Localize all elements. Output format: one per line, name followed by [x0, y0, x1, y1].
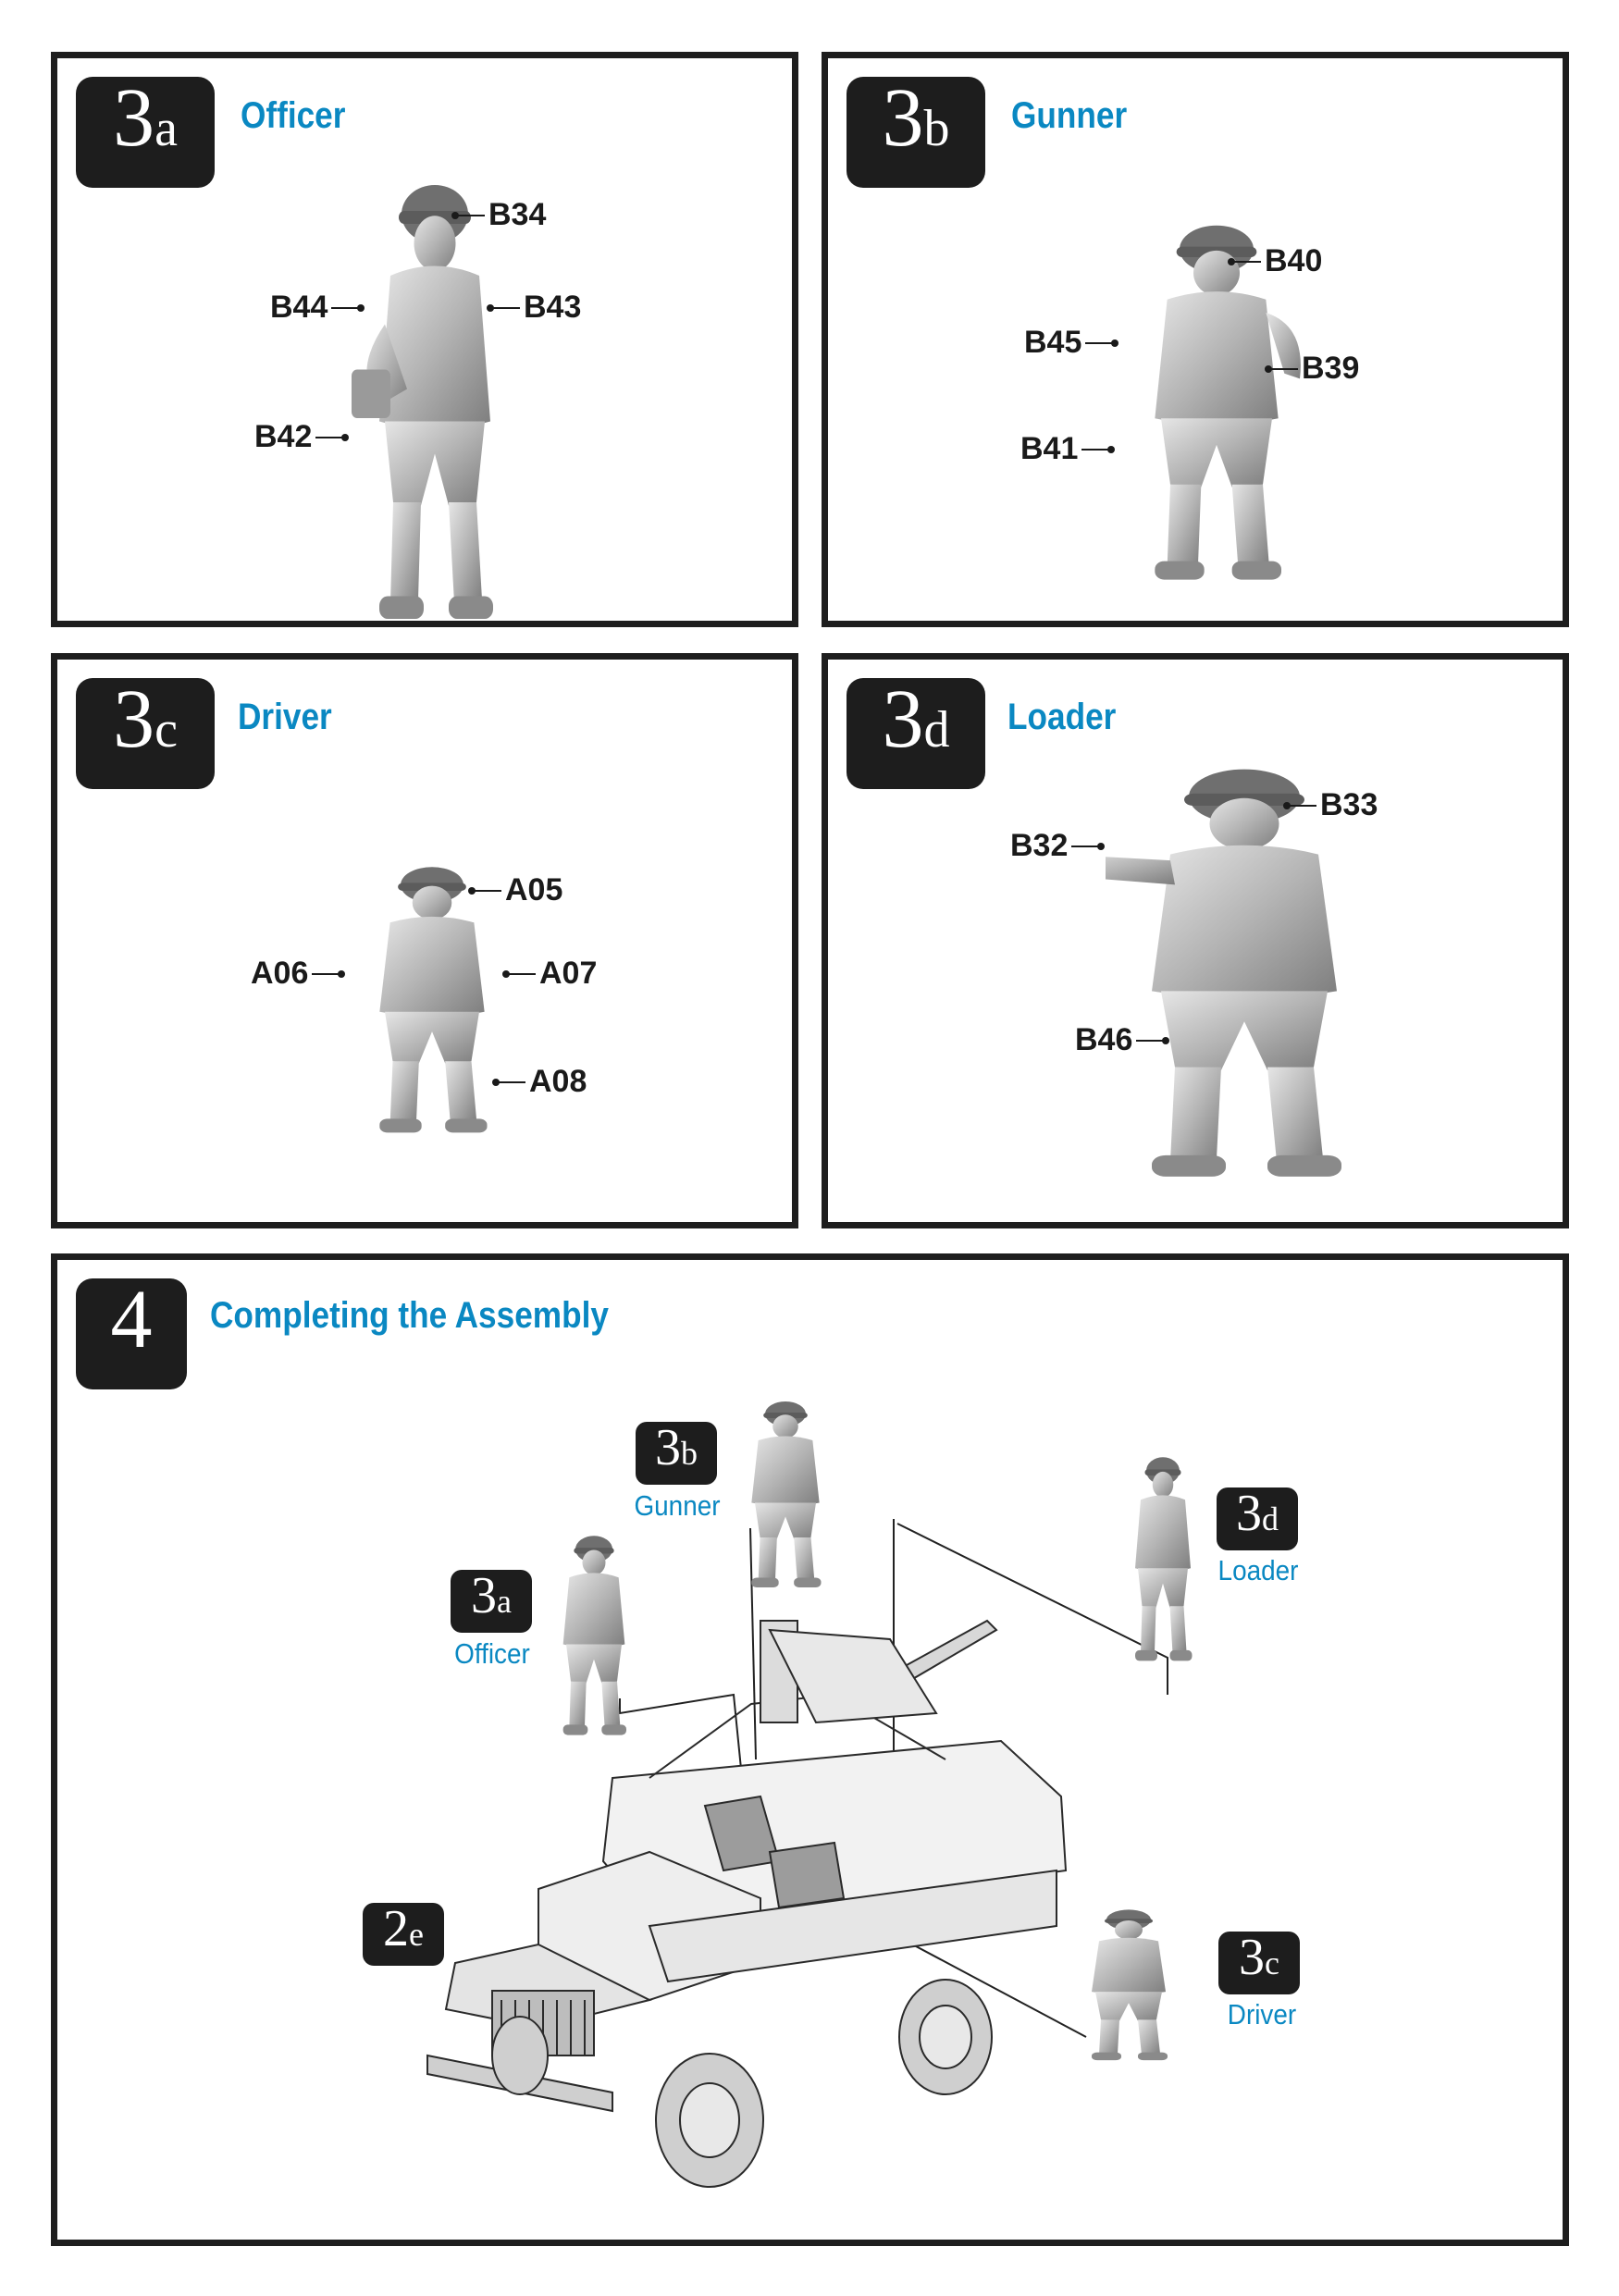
callout-b39: B39: [1265, 351, 1360, 387]
part-label: B39: [1302, 351, 1360, 386]
badge-letter: e: [409, 1916, 424, 1953]
callout-b34: B34: [451, 197, 547, 233]
leader-line: [502, 969, 536, 978]
leader-line: [1071, 842, 1106, 850]
callout-b42: B42: [254, 419, 350, 455]
part-label: B41: [1020, 431, 1079, 466]
part-label: B32: [1010, 828, 1069, 863]
step-letter: b: [923, 100, 950, 157]
callout-b45: B45: [1024, 325, 1119, 361]
badge-number: 3: [471, 1567, 497, 1624]
callout-b41: B41: [1020, 431, 1116, 467]
jeep-body: [426, 1619, 1068, 2113]
step-3a-title: Officer: [241, 95, 346, 136]
leader-line: [1081, 445, 1116, 453]
step-number: 3: [882, 72, 924, 164]
callout-b40: B40: [1228, 243, 1323, 279]
officer-label: Officer: [454, 1637, 530, 1670]
callout-a08: A08: [492, 1064, 587, 1100]
callout-a07: A07: [502, 956, 598, 992]
part-label: A05: [505, 872, 563, 907]
callout-b46: B46: [1075, 1022, 1170, 1058]
callout-b44: B44: [270, 290, 365, 326]
step-number: 3: [882, 673, 924, 765]
gunner-label: Gunner: [634, 1489, 721, 1522]
part-label: A06: [251, 956, 309, 991]
callout-b43: B43: [487, 290, 582, 326]
step-letter: d: [923, 701, 950, 759]
part-label: B46: [1075, 1022, 1133, 1057]
step-3d-title: Loader: [1007, 697, 1117, 737]
leader-line: [451, 211, 485, 219]
leader-line: [315, 433, 350, 441]
part-label: A08: [529, 1064, 587, 1099]
leader-line: [1085, 339, 1119, 347]
leader-line: [1283, 801, 1316, 809]
badge-number: 3: [1239, 1929, 1265, 1986]
step-4-panel: 4 Completing the Assembly: [51, 1253, 1569, 2246]
leader-line: [1136, 1036, 1170, 1044]
wheels: [491, 1979, 993, 2188]
part-label: A07: [539, 956, 598, 991]
part-label: B42: [254, 419, 313, 454]
step-3c-title: Driver: [238, 697, 332, 737]
badge-letter: a: [497, 1583, 512, 1620]
callout-a06: A06: [251, 956, 346, 992]
part-label: B43: [524, 290, 582, 325]
leader-line: [492, 1078, 525, 1086]
leader-line: [468, 886, 501, 895]
callout-a05: A05: [468, 872, 563, 908]
leader-line: [1265, 364, 1298, 373]
part-label: B45: [1024, 325, 1082, 360]
badge-number: 3: [655, 1419, 681, 1476]
badge-number: 2: [383, 1900, 409, 1957]
gunner-figure: [1155, 225, 1301, 580]
badge-letter: d: [1262, 1500, 1279, 1537]
part-label: B40: [1265, 243, 1323, 278]
badge-letter: c: [1265, 1944, 1279, 1981]
step-4-title: Completing the Assembly: [210, 1295, 609, 1336]
leader-line: [1228, 257, 1261, 265]
badge-letter: b: [681, 1435, 698, 1472]
step-letter: a: [154, 100, 178, 157]
callout-b33: B33: [1283, 787, 1378, 823]
part-label: B34: [488, 197, 547, 232]
step-number: 4: [110, 1274, 153, 1365]
officer-mini-figure: [562, 1536, 626, 1735]
step-3b-title: Gunner: [1011, 95, 1128, 136]
loader-figure: [1106, 769, 1341, 1177]
part-label: B33: [1320, 787, 1378, 822]
driver-mini-figure: [1092, 1909, 1168, 2061]
loader-mini-figure: [1135, 1457, 1193, 1661]
badge-number: 3: [1236, 1485, 1262, 1542]
part-label: B44: [270, 290, 328, 325]
step-4-badge: 4: [76, 1278, 187, 1389]
callout-b32: B32: [1010, 828, 1106, 864]
leader-line: [487, 303, 520, 312]
gunner-mini-figure: [751, 1401, 822, 1587]
leader-line: [312, 969, 346, 978]
step-number: 3: [113, 673, 155, 765]
officer-figure: [352, 185, 493, 619]
driver-label: Driver: [1227, 1998, 1297, 2031]
leader-line: [331, 303, 365, 312]
vehicle-assembly-diagram: [426, 1519, 1168, 2188]
step-number: 3: [113, 72, 155, 164]
loader-label: Loader: [1217, 1554, 1299, 1586]
step-letter: c: [154, 701, 178, 759]
